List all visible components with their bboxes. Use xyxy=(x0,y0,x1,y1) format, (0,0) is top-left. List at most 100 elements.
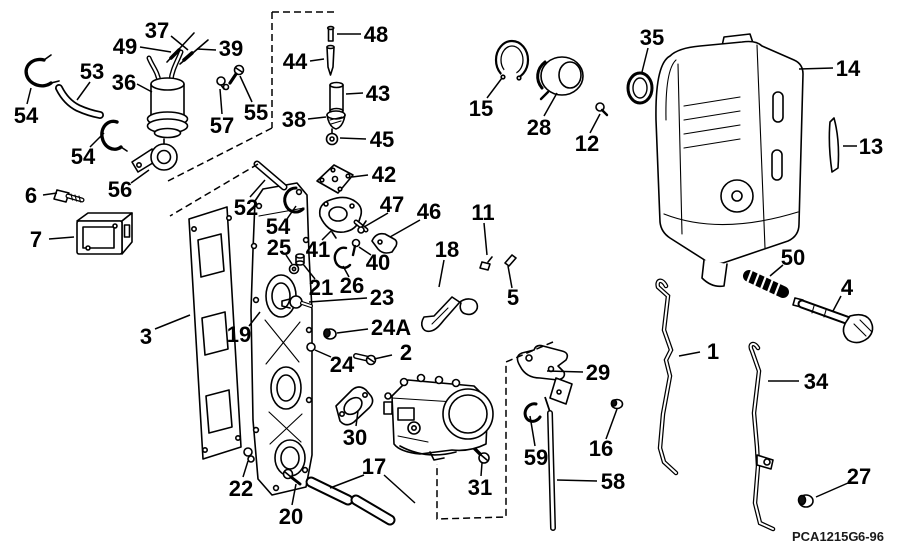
part-callout-45-19: 45 xyxy=(370,127,394,152)
part-grommet-cup-28 xyxy=(536,56,584,101)
part-retainer-ring-15 xyxy=(493,39,530,90)
leader-line-3-13 xyxy=(154,314,191,330)
part-callout-26-27: 26 xyxy=(340,273,364,298)
leader-line-58-44 xyxy=(556,479,598,482)
part-callout-24-31: 24 xyxy=(330,352,355,377)
part-callout-2-32: 2 xyxy=(400,340,412,365)
part-callout-6-10: 6 xyxy=(25,183,37,208)
part-callout-3-13: 3 xyxy=(140,324,152,349)
part-callout-55-6: 55 xyxy=(244,100,268,125)
part-callout-34-54: 34 xyxy=(804,369,829,394)
part-callout-54-8: 54 xyxy=(71,144,96,169)
part-callout-20-36: 20 xyxy=(279,504,303,529)
part-wire-clamp-hose xyxy=(100,119,128,152)
part-nut-16 xyxy=(610,398,624,410)
leader-line-27-55 xyxy=(815,482,849,498)
part-callout-39-2: 39 xyxy=(219,36,243,61)
part-callout-48-15: 48 xyxy=(364,22,388,47)
leader-line-4-52 xyxy=(832,295,842,312)
part-bracket-7 xyxy=(76,212,133,255)
part-callout-40-26: 40 xyxy=(366,250,390,275)
part-callout-36-4: 36 xyxy=(112,70,136,95)
leader-line-50-51 xyxy=(769,264,784,277)
leader-line-17-34 xyxy=(383,474,416,504)
part-callout-15-45: 15 xyxy=(469,96,493,121)
part-fuel-pump-body xyxy=(318,196,369,239)
part-air-silencer-cover xyxy=(655,33,804,288)
part-wire-clamp-top xyxy=(24,54,60,88)
part-callout-52-12: 52 xyxy=(234,195,258,220)
diagram-date: 6-96 xyxy=(858,529,884,544)
part-choke-knob-4 xyxy=(792,297,874,344)
part-bolt-24 xyxy=(306,342,316,352)
leader-line-31-37 xyxy=(480,462,483,477)
leader-line-6-10 xyxy=(42,192,58,196)
part-clip-54c xyxy=(283,186,305,214)
leader-line-53-3 xyxy=(76,81,91,101)
part-screw-20 xyxy=(282,468,302,486)
part-dowel-pin-52 xyxy=(253,160,288,191)
part-callout-14-49: 14 xyxy=(836,56,861,81)
part-callout-31-37: 31 xyxy=(468,475,492,500)
part-callout-42-20: 42 xyxy=(372,162,396,187)
part-needle-valve-44 xyxy=(326,44,335,76)
leader-line-28-46 xyxy=(543,92,558,117)
leader-line-40-26 xyxy=(358,246,372,256)
part-callout-25-22: 25 xyxy=(267,235,291,260)
part-screw-2 xyxy=(353,353,377,366)
leader-line-57-7 xyxy=(219,88,223,115)
leader-line-44-16 xyxy=(309,58,325,62)
part-nut-27 xyxy=(797,494,814,508)
part-plug-22 xyxy=(243,447,255,463)
part-screw-40 xyxy=(351,238,361,257)
leader-line-26-27 xyxy=(342,265,350,278)
part-callout-27-55: 27 xyxy=(847,464,871,489)
leader-line-25-22 xyxy=(285,254,293,265)
part-screw-12 xyxy=(595,102,609,117)
leader-line-15-45 xyxy=(486,77,503,99)
leader-line-45-19 xyxy=(339,137,367,140)
part-pin-48 xyxy=(326,25,335,42)
part-callout-38-18: 38 xyxy=(282,107,306,132)
part-screw-6 xyxy=(53,189,85,203)
leader-line-56-9 xyxy=(130,169,150,184)
leader-line-23-29 xyxy=(308,297,368,303)
part-screw-47 xyxy=(357,220,367,234)
part-callout-21-28: 21 xyxy=(309,275,333,300)
leader-line-54-5 xyxy=(26,87,32,105)
part-callout-11-39: 11 xyxy=(471,200,494,225)
part-pump-plate-42 xyxy=(316,164,354,194)
part-nipple-21 xyxy=(295,253,305,266)
part-callout-35-48: 35 xyxy=(640,25,664,50)
leader-line-59-42 xyxy=(529,415,536,447)
part-seat-38 xyxy=(326,110,346,130)
part-callout-43-17: 43 xyxy=(366,81,390,106)
part-callout-46-25: 46 xyxy=(417,199,441,224)
leader-line-37-0 xyxy=(170,35,189,51)
part-clip-59 xyxy=(523,402,542,423)
part-callout-56-9: 56 xyxy=(108,177,132,202)
detail-box-carb-parts xyxy=(167,11,334,217)
leader-line-54-8 xyxy=(89,132,105,148)
part-callout-44-16: 44 xyxy=(283,49,308,74)
part-elbow-fitting-46 xyxy=(371,232,398,254)
part-link-rod-58 xyxy=(544,396,556,531)
leader-line-12-47 xyxy=(589,113,601,134)
leader-line-30-33 xyxy=(355,410,359,427)
leader-line-2-32 xyxy=(373,354,393,360)
part-callout-58-44: 58 xyxy=(601,469,625,494)
part-callout-28-46: 28 xyxy=(527,115,551,140)
part-fuel-hose xyxy=(55,84,104,119)
part-callout-59-42: 59 xyxy=(524,445,548,470)
leader-line-54-21 xyxy=(286,205,297,220)
part-callout-19-14: 19 xyxy=(227,322,251,347)
part-bracket-29 xyxy=(516,344,573,405)
leader-line-18-38 xyxy=(438,259,445,288)
leader-line-11-39 xyxy=(483,222,488,256)
part-seal-35 xyxy=(626,71,654,105)
leader-line-5-40 xyxy=(507,265,513,289)
leader-line-24A-30 xyxy=(336,328,369,334)
part-fuel-filter xyxy=(146,32,209,139)
part-callout-24A-30: 24A xyxy=(371,315,411,340)
